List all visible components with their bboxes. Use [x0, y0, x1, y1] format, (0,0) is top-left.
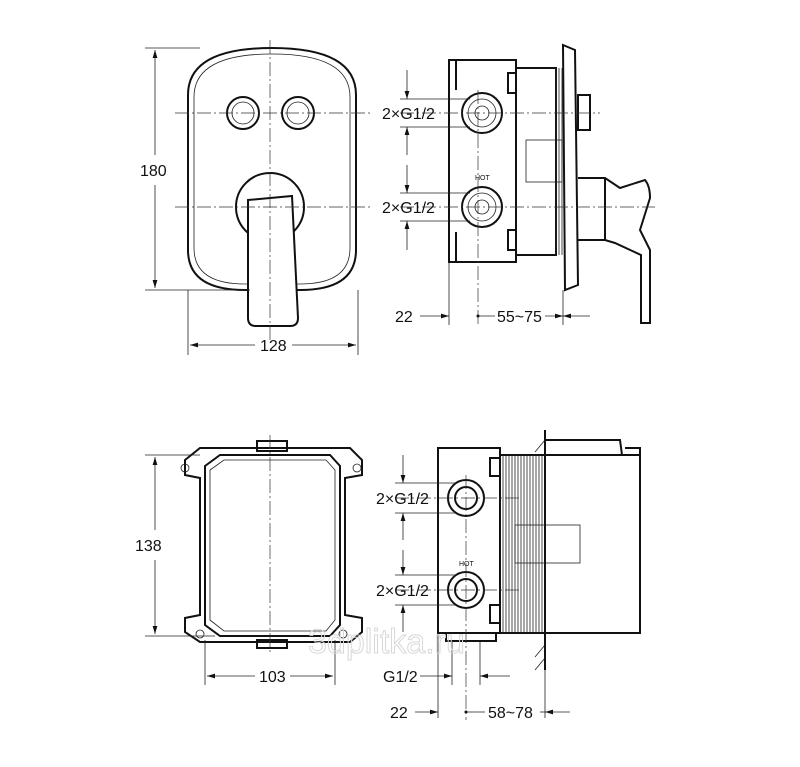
box-depth-range-label: 58~78: [488, 705, 533, 722]
mounting-box-side-view: [395, 430, 641, 720]
depth-range-label: 55~75: [497, 309, 542, 326]
box-top-port-label: 2×G1/2: [376, 491, 429, 508]
box-hot-label: HOT: [459, 561, 475, 568]
height-138-label: 138: [135, 538, 162, 555]
thread-g12-label: G1/2: [383, 669, 418, 686]
faceplate-front-view: [145, 40, 370, 355]
depth-22-label: 22: [395, 309, 413, 326]
hot-label: HOT: [475, 175, 491, 182]
box-bottom-port-label: 2×G1/2: [376, 583, 429, 600]
watermark: 3dplitka.ru: [308, 623, 465, 661]
bottom-port-label: 2×G1/2: [382, 200, 435, 217]
width-128-label: 128: [260, 338, 287, 355]
valve-side-view: [400, 43, 655, 325]
width-103-label: 103: [259, 669, 286, 686]
height-180-label: 180: [140, 163, 167, 180]
box-depth-22-label: 22: [390, 705, 408, 722]
mounting-box-front-view: [145, 435, 363, 685]
top-port-label: 2×G1/2: [382, 106, 435, 123]
